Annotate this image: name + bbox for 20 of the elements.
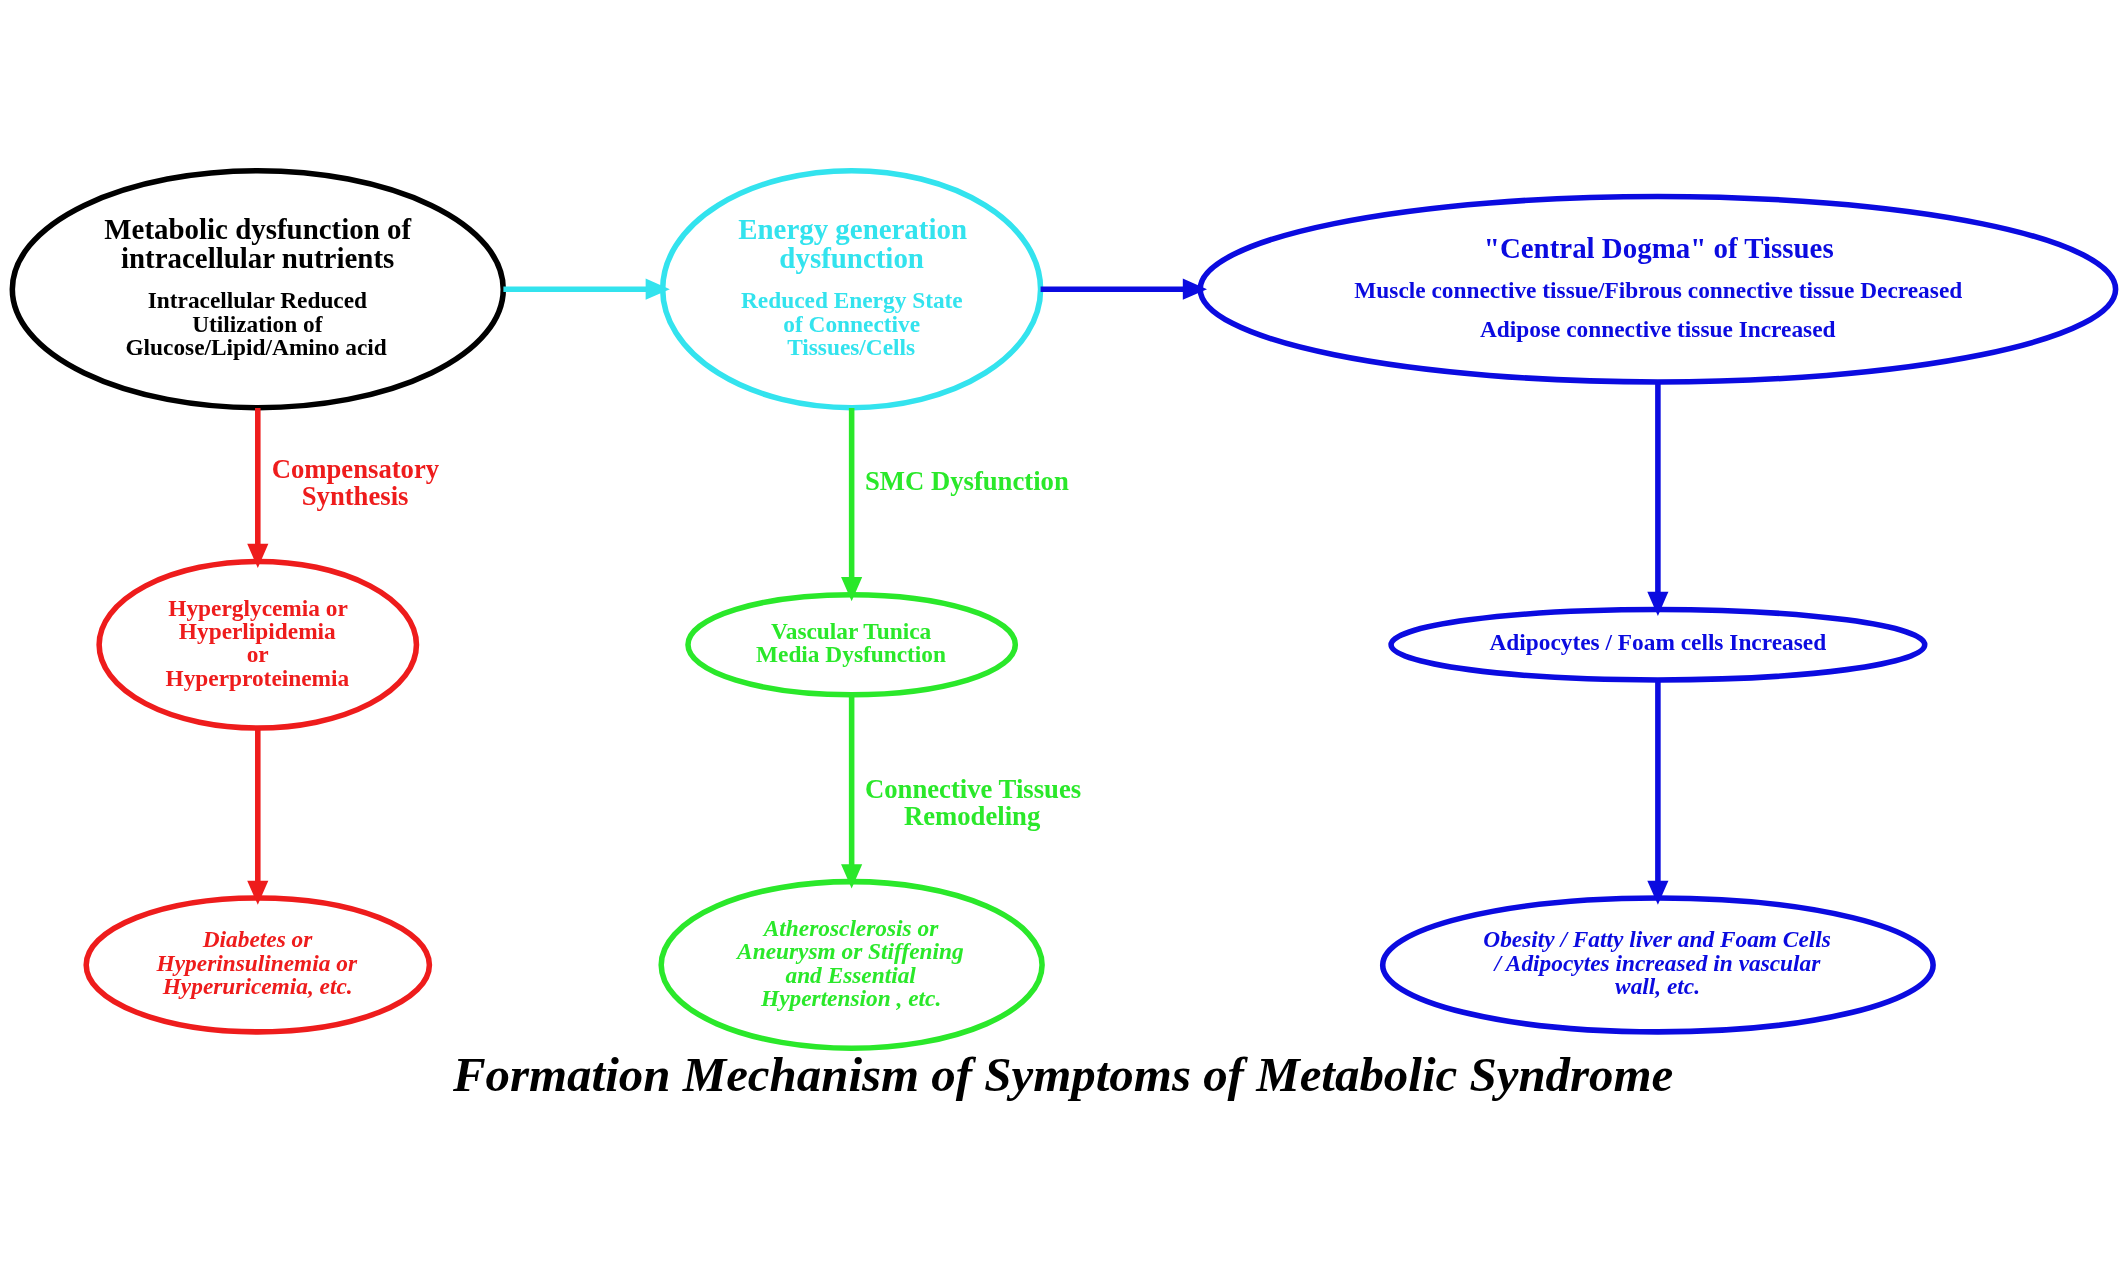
- node-ellipse: Diabetes or Hyperinsulinemia or Hyperuricemia, etc.: [83, 894, 433, 1035]
- edge-label: Compensatory Synthesis: [271, 453, 440, 511]
- node-ellipse: Energy generation dysfunction Reduced Energy State of Connective Tissues/Cells: [659, 167, 1044, 410]
- node-ellipse: Obesity / Fatty liver and Foam Cells / Adipocytes increased in vascular wall, etc.: [1379, 894, 1936, 1035]
- arrow: [1647, 381, 1669, 616]
- node-ellipse: Adipocytes / Foam cells Increased: [1388, 606, 1928, 683]
- arrow: [247, 407, 269, 568]
- node-ellipse: "Central Dogma" of Tissues Muscle connective tissue/Fibrous connective tissue Decreased Adipose connective tissue Increased: [1197, 193, 2119, 385]
- arrow: [503, 278, 670, 300]
- arrow: [841, 407, 863, 601]
- arrow: [1040, 278, 1207, 300]
- edge-label: SMC Dysfunction: [864, 465, 1069, 496]
- arrow: [247, 727, 269, 905]
- node-ellipse: Atherosclerosis or Aneurysm or Stiffening and Essential Hypertension , etc.: [658, 878, 1045, 1051]
- node-ellipse: Vascular Tunica Media Dysfunction: [685, 591, 1019, 698]
- arrow: [841, 694, 863, 888]
- node-ellipse: Metabolic dysfunction of intracellular nutrients Intracellular Reduced Utilization of Glucose/Lipid/Amino acid: [9, 167, 507, 410]
- arrow: [1647, 679, 1669, 905]
- edge-label: Connective Tissues Remodeling: [864, 773, 1082, 831]
- node-ellipse: Hyperglycemia or Hyperlipidemia or Hyperproteinemia: [96, 558, 420, 731]
